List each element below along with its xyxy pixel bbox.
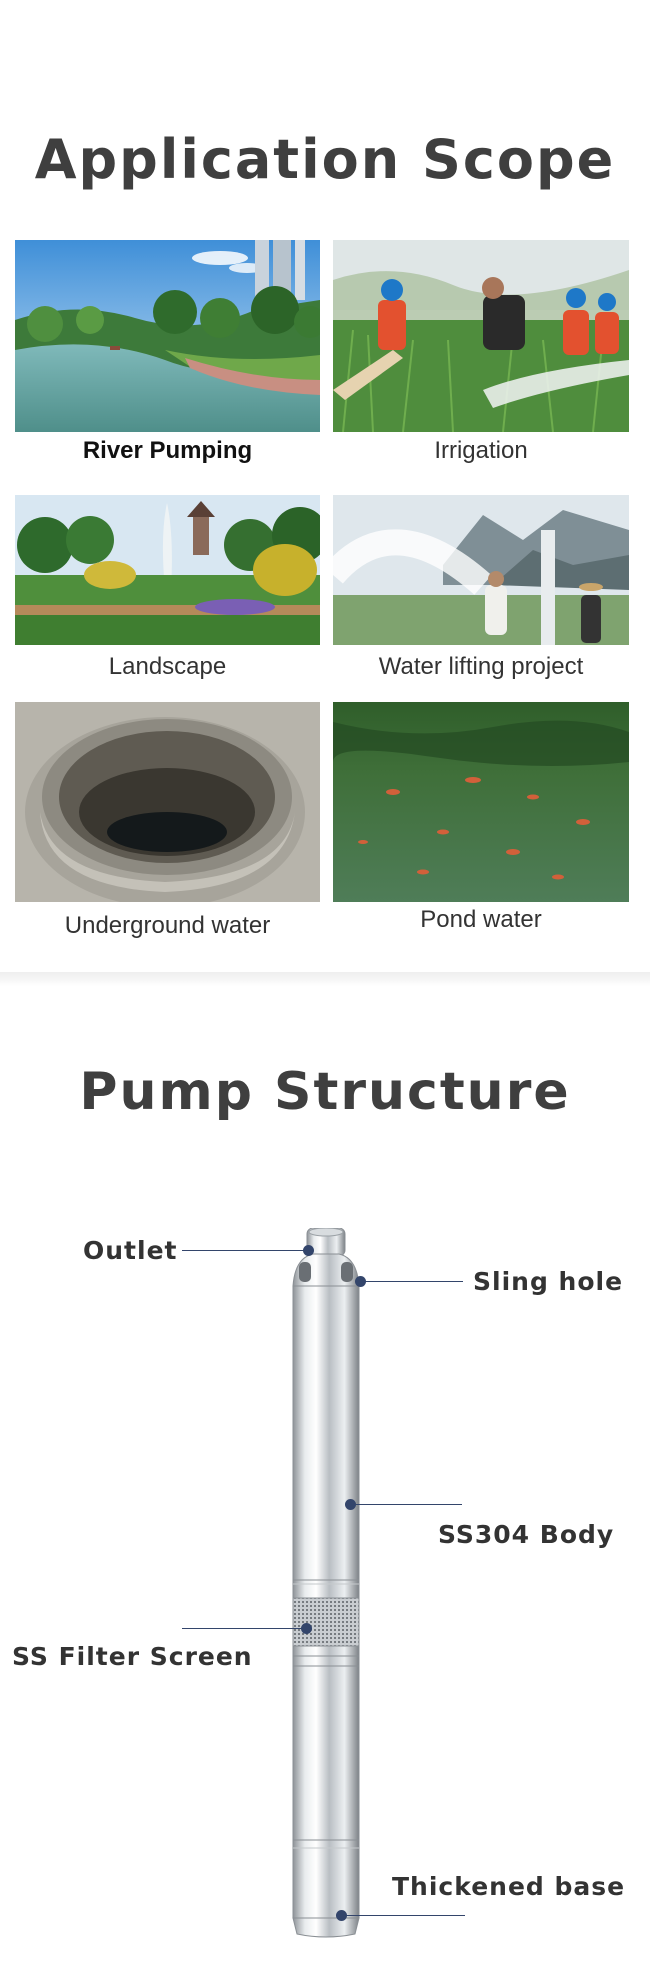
tile-caption-landscape: Landscape (108, 653, 227, 680)
well-photo (15, 702, 320, 902)
label-filter-screen: SS Filter Screen (12, 1642, 253, 1671)
dot-body (345, 1499, 356, 1510)
leader-outlet (182, 1250, 306, 1251)
label-thickened-base: Thickened base (392, 1872, 626, 1901)
tile-caption-pond: Pond water (420, 906, 542, 933)
irrigation-photo (333, 240, 629, 432)
label-body: SS304 Body (438, 1520, 615, 1549)
label-sling-hole: Sling hole (473, 1267, 624, 1296)
landscape-photo (15, 495, 320, 645)
label-outlet: Outlet (83, 1236, 178, 1265)
leader-body (356, 1504, 462, 1505)
leader-thickened-base (345, 1915, 465, 1916)
leader-sling-hole (362, 1281, 463, 1282)
river-photo (15, 240, 320, 432)
application-scope-title: Application Scope (34, 128, 616, 191)
dot-outlet (303, 1245, 314, 1256)
dot-filter-screen (301, 1623, 312, 1634)
pump-structure-title: Pump Structure (79, 1062, 571, 1122)
application-scope-section: Application Scope (0, 0, 650, 975)
tile-caption-water-lifting: Water lifting project (378, 653, 584, 680)
leader-filter-screen (182, 1628, 306, 1629)
pond-photo (333, 702, 629, 902)
tile-caption-underground: Underground water (64, 912, 271, 939)
dot-sling-hole (355, 1276, 366, 1287)
pump-illustration (285, 1227, 367, 1938)
tile-caption-irrigation: Irrigation (434, 437, 528, 464)
water-lifting-photo (333, 495, 629, 645)
section-divider (0, 972, 650, 986)
dot-thickened-base (336, 1910, 347, 1921)
tile-caption-river: River Pumping (82, 437, 253, 464)
